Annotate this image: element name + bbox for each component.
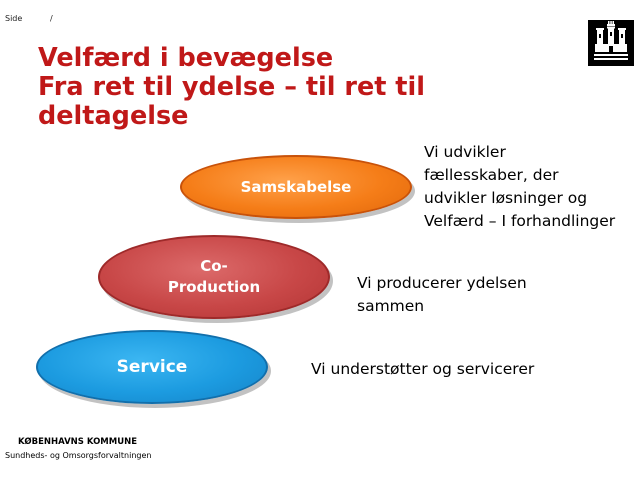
coproduction-desc-line-2: sammen (357, 297, 425, 315)
coproduction-ellipse: Co- Production (98, 235, 330, 319)
slide-title: Velfærd i bevægelse Fra ret til ydelse –… (38, 44, 508, 131)
service-description: Vi understøtter og servicerer (311, 358, 534, 381)
service-ellipse: Service (36, 330, 268, 404)
service-label: Service (116, 357, 188, 377)
samskabelse-label: Samskabelse (240, 178, 352, 196)
page-number-label: Side (5, 14, 23, 23)
page-number-separator: / (50, 14, 53, 23)
footer-organization: KØBENHAVNS KOMMUNE (18, 437, 138, 447)
title-line-3: deltagelse (38, 101, 189, 131)
coproduction-desc-line-1: Vi producerer ydelsen (357, 274, 527, 292)
footer-department: Sundheds- og Omsorgsforvaltningen (5, 451, 152, 460)
samskabelse-desc-line-3: udvikler løsninger og (424, 189, 588, 207)
coproduction-label-line-2: Production (167, 278, 261, 296)
samskabelse-description: Vi udvikler fællesskaber, der udvikler l… (424, 141, 615, 233)
copenhagen-coat-of-arms-icon (588, 20, 634, 66)
coproduction-description: Vi producerer ydelsen sammen (357, 272, 527, 318)
samskabelse-desc-line-4: Velfærd – I forhandlinger (424, 212, 616, 230)
title-line-1: Velfærd i bevægelse (38, 43, 334, 73)
title-line-2: Fra ret til ydelse – til ret til (38, 72, 425, 102)
samskabelse-desc-line-2: fællesskaber, der (424, 166, 559, 184)
samskabelse-ellipse: Samskabelse (180, 155, 412, 219)
coproduction-label-line-1: Co- (200, 257, 228, 275)
service-desc-line-1: Vi understøtter og servicerer (311, 360, 535, 378)
samskabelse-desc-line-1: Vi udvikler (424, 143, 506, 161)
